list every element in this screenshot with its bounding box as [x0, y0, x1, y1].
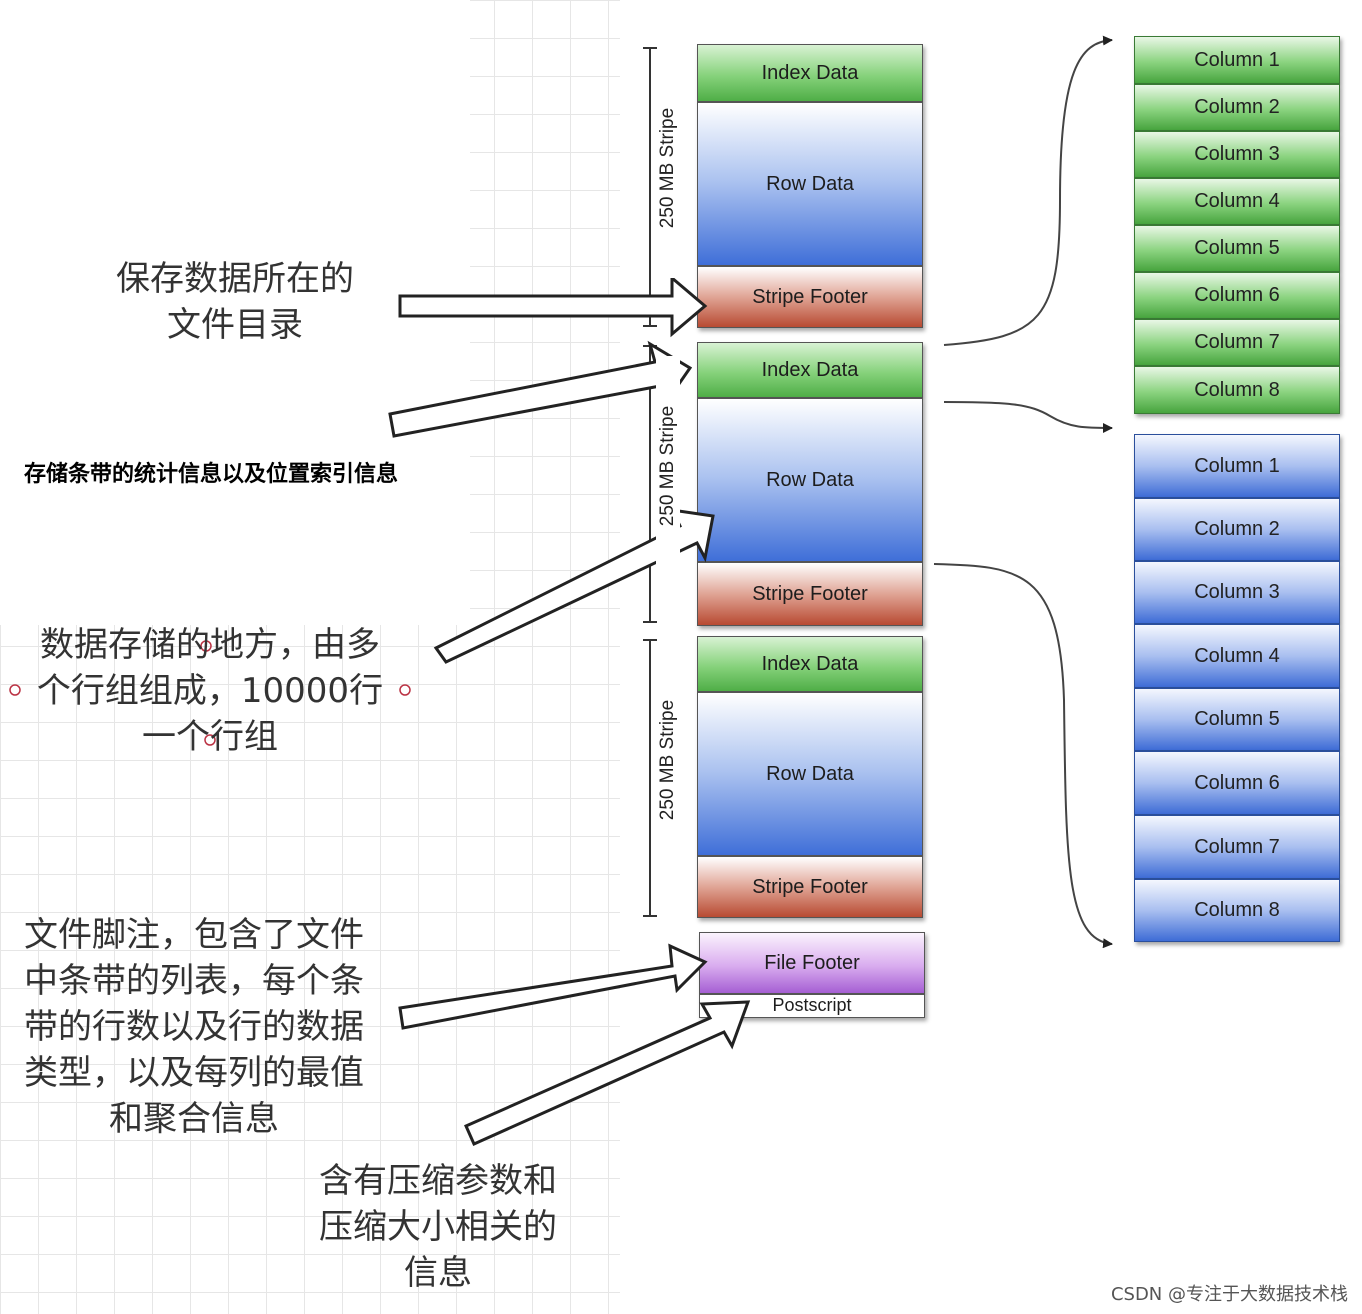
row-column: Column 6: [1134, 751, 1340, 815]
stripe-3-stripe-footer: Stripe Footer: [697, 856, 923, 918]
annotation-line: 一个行组: [142, 717, 278, 757]
annotation-line: 带的行数以及行的数据: [24, 1007, 364, 1047]
index-column: Column 2: [1134, 84, 1340, 131]
stripe-size-brackets: [643, 47, 657, 917]
arrow-file-directory: [398, 274, 708, 338]
row-column: Column 8: [1134, 879, 1340, 942]
annotation-line: 文件目录: [167, 305, 303, 345]
annotation-file-directory: 保存数据所在的 文件目录: [80, 256, 390, 348]
index-column: Column 5: [1134, 225, 1340, 272]
index-column: Column 8: [1134, 366, 1340, 414]
stripe-1-row-data: Row Data: [697, 102, 923, 266]
arrow-stripe-stats: [388, 340, 693, 438]
row-column: Column 5: [1134, 688, 1340, 751]
stripe-2-stripe-footer: Stripe Footer: [697, 562, 923, 626]
file-footer: File Footer: [699, 932, 925, 994]
annotation-line: 类型，以及每列的最值: [24, 1053, 364, 1093]
annotation-line: 压缩大小相关的: [319, 1207, 557, 1247]
index-column: Column 3: [1134, 131, 1340, 178]
annotation-stripe-stats: 存储条带的统计信息以及位置索引信息: [24, 462, 399, 487]
index-column: Column 4: [1134, 178, 1340, 225]
index-column: Column 6: [1134, 272, 1340, 319]
annotation-line: 中条带的列表，每个条: [24, 961, 364, 1001]
stripe-3-row-data: Row Data: [697, 692, 923, 856]
annotation-line: 信息: [404, 1253, 472, 1293]
index-column: Column 1: [1134, 36, 1340, 84]
arrow-postscript: [464, 1000, 751, 1146]
annotation-line: 文件脚注，包含了文件: [24, 915, 364, 955]
row-column: Column 7: [1134, 815, 1340, 879]
row-column: Column 4: [1134, 624, 1340, 688]
stripe-1-size-label: 250 MB Stripe: [656, 58, 680, 278]
row-column: Column 2: [1134, 498, 1340, 561]
annotation-line: 含有压缩参数和: [319, 1161, 557, 1201]
stripe-2-row-data: Row Data: [697, 398, 923, 562]
annotation-line: 和聚合信息: [109, 1099, 279, 1139]
annotation-postscript: 含有压缩参数和 压缩大小相关的 信息: [298, 1158, 578, 1296]
rowdata-to-columns-connector: [933, 563, 1113, 949]
watermark: CSDN @专注于大数据技术栈: [1110, 1284, 1348, 1305]
index-to-columns-connector-lower: [943, 401, 1113, 433]
annotation-line: 保存数据所在的: [116, 259, 354, 299]
annotation-line: 个行组组成，10000行: [36, 671, 384, 711]
stripe-3-size-label: 250 MB Stripe: [656, 650, 680, 870]
index-column: Column 7: [1134, 319, 1340, 366]
arrow-file-footer: [398, 943, 708, 1030]
stripe-2-index-data: Index Data: [697, 342, 923, 398]
stripe-3-index-data: Index Data: [697, 636, 923, 692]
row-column: Column 1: [1134, 434, 1340, 498]
stripe-1-stripe-footer: Stripe Footer: [697, 266, 923, 328]
stripe-1-index-data: Index Data: [697, 44, 923, 102]
annotation-file-footer: 文件脚注，包含了文件 中条带的列表，每个条 带的行数以及行的数据 类型，以及每列…: [4, 912, 384, 1142]
row-column: Column 3: [1134, 561, 1340, 624]
index-to-columns-connector: [943, 35, 1113, 346]
annotation-row-data: 数据存储的地方，由多 个行组组成，10000行 一个行组: [0, 622, 420, 760]
stripe-2-size-label: 250 MB Stripe: [656, 356, 680, 576]
annotation-line: 数据存储的地方，由多: [40, 625, 380, 665]
